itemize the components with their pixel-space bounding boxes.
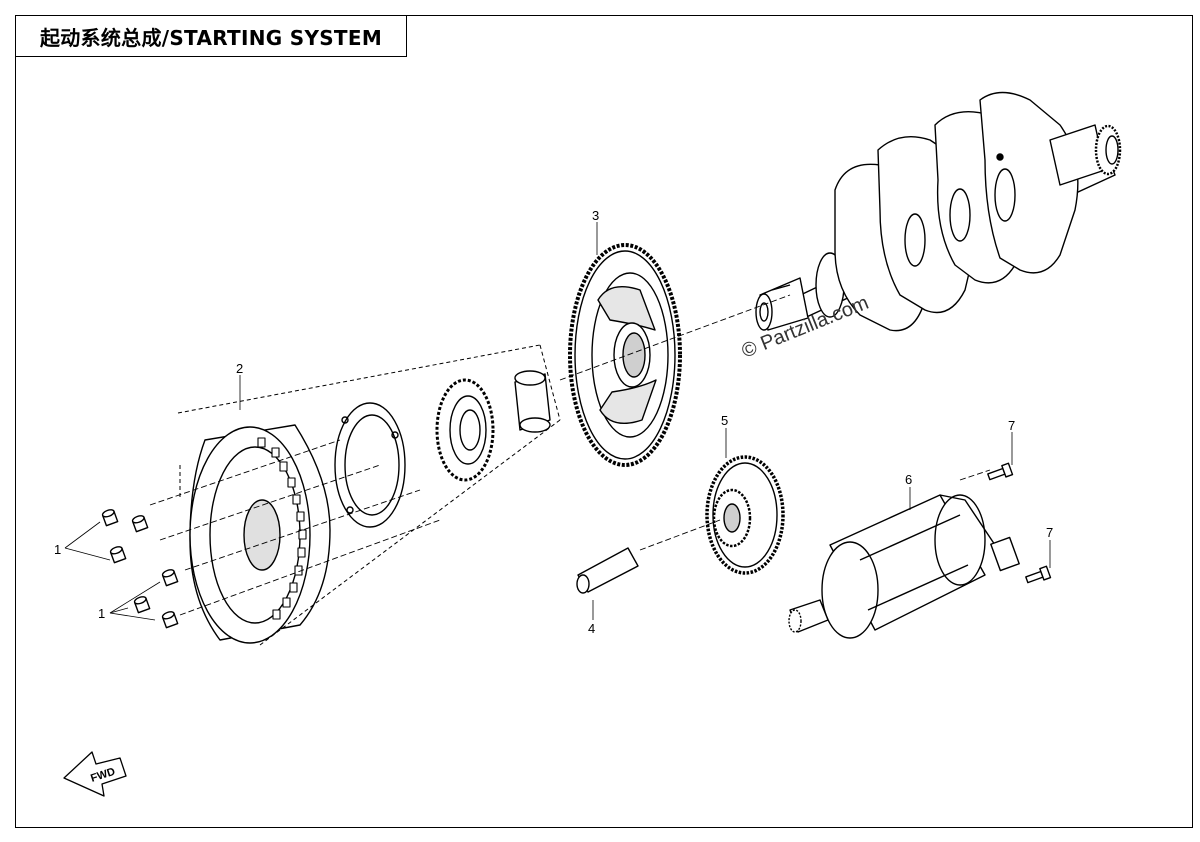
callout-4: 4 [588, 621, 595, 636]
one-way-clutch-housing[interactable] [189, 424, 331, 644]
idler-shaft[interactable] [576, 547, 639, 594]
crankshaft[interactable] [755, 91, 1122, 332]
assembly-bracket-2 [177, 344, 561, 646]
forward-arrow-icon: FWD [63, 751, 127, 797]
starter-bolts[interactable] [987, 462, 1052, 585]
page-title: 起动系统总成/STARTING SYSTEM [15, 15, 407, 57]
callout-2: 2 [236, 361, 243, 376]
callout-1-bottom: 1 [98, 606, 105, 621]
drawing-frame [15, 15, 1193, 828]
bushing[interactable] [514, 370, 551, 433]
clutch-plate[interactable] [334, 402, 406, 528]
callout-3: 3 [592, 208, 599, 223]
callout-5: 5 [721, 413, 728, 428]
idler-gear[interactable] [705, 455, 785, 575]
center-lines [149, 294, 991, 616]
starter-driven-gear[interactable] [568, 243, 682, 467]
starter-motor[interactable] [788, 494, 1020, 639]
callout-6: 6 [905, 472, 912, 487]
clutch-bolts[interactable] [101, 508, 179, 629]
callout-7-bottom: 7 [1046, 525, 1053, 540]
callout-1-top: 1 [54, 542, 61, 557]
leader-lines [64, 222, 1051, 621]
one-way-sprag[interactable] [435, 378, 495, 482]
callout-7-top: 7 [1008, 418, 1015, 433]
